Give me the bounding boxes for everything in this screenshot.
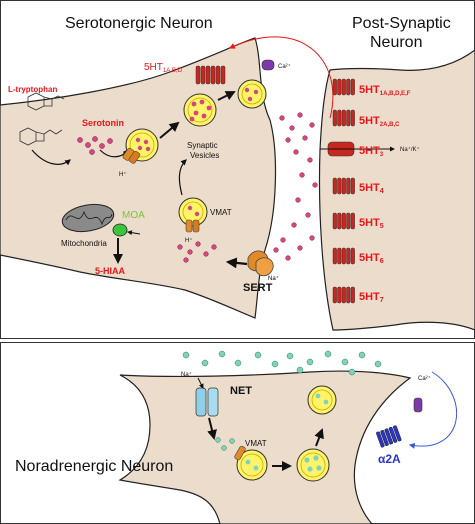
docking-vesicle xyxy=(237,79,267,109)
norepinephrine-molecules xyxy=(182,350,382,376)
postsynaptic-neuron-body xyxy=(318,49,475,331)
serotonin-label: Serotonin xyxy=(82,118,124,128)
net-label: NET xyxy=(230,385,252,397)
receptor-5ht2-icon xyxy=(332,109,355,127)
receptor-5ht6-icon xyxy=(332,247,355,265)
metabolite-label: 5-HIAA xyxy=(95,266,126,276)
noradrenergic-title: Noradrenergic Neuron xyxy=(15,458,173,475)
serotonin-molecules xyxy=(77,136,113,155)
net-transporter-icon xyxy=(195,387,219,417)
vmat-lower-icon xyxy=(185,219,193,233)
na-vesicle-docking xyxy=(307,385,337,415)
vesicle-vmat-lower xyxy=(178,197,208,233)
serotonergic-title: Serotonergic Neuron xyxy=(65,15,213,32)
receptor-5ht7-icon xyxy=(332,286,355,304)
moa-enzyme-icon xyxy=(112,223,128,237)
receptor-label-5ht3: 5HT3 xyxy=(359,145,384,158)
mitochondria-label: Mitochondria xyxy=(61,239,107,248)
postsynaptic-title-line1: Post-Synaptic xyxy=(352,15,451,32)
alpha2a-receptor-icon xyxy=(376,425,402,448)
calcium-channel-icon xyxy=(261,59,275,71)
h-ion-label: H⁺ xyxy=(119,171,127,178)
h-ion-lower-label: H⁺ xyxy=(185,237,193,244)
na-vesicle-vmat xyxy=(234,445,268,481)
receptor-labels: 5HT1A,B,D,E,F 5HT2A,B,C 5HT3 5HT4 5HT5 5… xyxy=(359,84,411,304)
postsynaptic-receptors xyxy=(320,78,395,304)
receptor-label-5ht1: 5HT1A,B,D,E,F xyxy=(359,84,411,97)
tryptophan-arrow xyxy=(31,149,71,166)
na-vmat-label: VMAT xyxy=(245,439,267,448)
ca-ion-label: Ca²⁺ xyxy=(278,63,291,70)
sert-label: SERT xyxy=(243,282,273,294)
vmat-label: VMAT xyxy=(210,208,232,217)
na-vmat-icon xyxy=(234,445,246,461)
sert-transporter-icon xyxy=(247,250,274,277)
synaptic-vesicle-full xyxy=(183,93,217,127)
autoreceptor-feedback-arrow xyxy=(228,36,334,119)
synaptic-vesicles-label-2: Vesicles xyxy=(190,151,219,160)
noradrenergic-neuron-body xyxy=(118,370,412,524)
receptor-5ht5-icon xyxy=(332,212,355,230)
postsynaptic-title-line2: Neuron xyxy=(370,34,422,51)
5ht1-autoreceptor-icon xyxy=(195,65,226,85)
mitochondria-icon xyxy=(61,203,115,233)
l-tryptophan-label: L-tryptophan xyxy=(8,85,57,94)
na-vesicle-full xyxy=(296,448,330,482)
moa-label: MOA xyxy=(122,210,145,221)
receptor-label-5ht6: 5HT6 xyxy=(359,252,384,265)
alpha2a-label: α2A xyxy=(378,452,401,466)
receptor-5ht3-channel-icon xyxy=(320,141,395,157)
receptor-5ht4-icon xyxy=(332,177,355,195)
na-ca-ion-label: Ca²⁺ xyxy=(418,375,431,382)
net-reuptake-arrow xyxy=(207,417,217,440)
vesicle-arrow-1 xyxy=(159,121,180,139)
receptor-label-5ht2: 5HT2A,B,C xyxy=(359,115,400,128)
sert-reuptake-arrow xyxy=(225,257,248,269)
na-ion-sert-label: Na⁺ xyxy=(268,275,279,282)
autoreceptor-label: 5HT1A,B,D xyxy=(144,62,183,74)
receptor-5ht1-icon xyxy=(332,78,355,96)
na-vesicle-arrow-2 xyxy=(314,428,324,447)
channel-ions-label: Na⁺/K⁺ xyxy=(400,146,420,153)
receptor-label-5ht4: 5HT4 xyxy=(359,182,384,195)
na-calcium-channel-icon xyxy=(413,397,423,413)
synaptic-vesicles-label-1: Synaptic xyxy=(187,141,218,150)
na-transport-dots xyxy=(215,437,235,451)
receptor-label-5ht5: 5HT5 xyxy=(359,217,384,230)
receptor-label-5ht7: 5HT7 xyxy=(359,291,384,304)
vesicle-arrow-2 xyxy=(217,91,236,101)
na-ion-net-label: Na⁺ xyxy=(181,371,192,378)
alpha2a-feedback-arrow xyxy=(408,371,457,449)
vesicle-recycle-arrow xyxy=(178,159,187,196)
na-arrow xyxy=(197,377,204,389)
vesicle-loading xyxy=(122,128,159,164)
reuptake-serotonin xyxy=(177,241,217,263)
cleft-serotonin xyxy=(273,112,318,261)
tryptophan-structure-icon xyxy=(19,92,65,146)
moa-input-arrow xyxy=(127,230,141,236)
